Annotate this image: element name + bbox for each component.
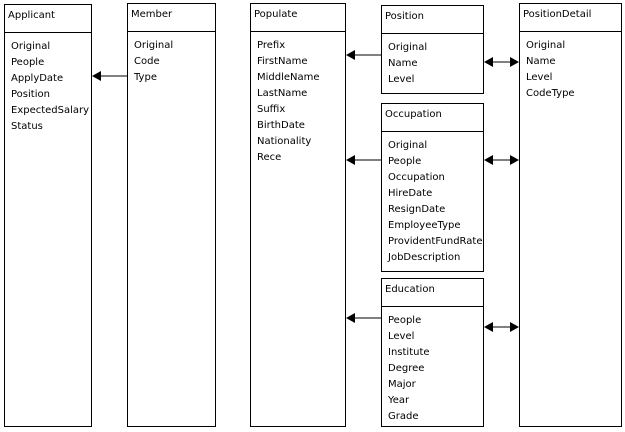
applicant-field: ApplyDate [11,73,64,84]
education-title: Education [382,279,483,307]
education-field: Year [388,395,410,406]
education-to-populate-arrow [346,313,381,323]
position-field: Original [388,42,428,53]
applicant-fields: Original People ApplyDate Position Expec… [11,39,91,135]
populate-field: Prefix [257,40,286,51]
populate-field: BirthDate [257,120,305,131]
populate-title: Populate [251,4,345,32]
position-detail-link-1 [484,57,519,67]
member-field: Original [134,40,174,51]
applicant-field: People [11,57,45,68]
occupation-fields: Original People Occupation HireDate Resi… [388,138,483,266]
education-field: Level [388,331,415,342]
applicant-field: Original [11,41,51,52]
education-field: Degree [388,363,425,374]
member-title: Member [128,4,215,32]
occupation-field: Original [388,140,428,151]
education-entity: Education People Level Institute Degree … [381,278,484,427]
position-field: Name [388,58,418,69]
position-detail-field: Name [526,56,556,67]
populate-field: MiddleName [257,72,320,83]
occupation-field: ProvidentFundRate [388,236,483,247]
position-detail-fields: Original Name Level CodeType [526,38,621,102]
member-fields: Original Code Type [134,38,215,86]
occupation-title: Occupation [382,104,483,132]
member-field: Code [134,56,160,67]
position-to-populate-arrow [346,50,381,60]
occupation-field: ResignDate [388,204,446,215]
occupation-field: People [388,156,422,167]
occupation-field: HireDate [388,188,433,199]
education-field: Grade [388,411,419,422]
occupation-field: Occupation [388,172,445,183]
occupation-entity: Occupation Original People Occupation Hi… [381,103,484,272]
education-field: People [388,315,422,326]
position-entity: Position Original Name Level [381,5,484,94]
position-detail-field: Original [526,40,566,51]
populate-fields: Prefix FirstName MiddleName LastName Suf… [257,38,345,166]
position-fields: Original Name Level [388,40,483,88]
position-field: Level [388,74,415,85]
populate-entity: Populate Prefix FirstName MiddleName Las… [250,3,346,427]
occupation-field: JobDescription [388,252,461,263]
applicant-title: Applicant [5,5,91,33]
position-detail-title: PositionDetail [520,4,621,32]
position-detail-field: Level [526,72,553,83]
populate-field: FirstName [257,56,308,67]
position-detail-link-3 [484,322,519,332]
member-to-applicant-arrow [92,71,127,81]
education-field: Institute [388,347,430,358]
position-detail-field: CodeType [526,88,575,99]
education-fields: People Level Institute Degree Major Year… [388,313,483,425]
member-field: Type [134,72,157,83]
populate-field: LastName [257,88,308,99]
populate-field: Rece [257,152,282,163]
populate-field: Suffix [257,104,286,115]
occupation-field: EmployeeType [388,220,461,231]
occupation-to-populate-arrow [346,155,381,165]
applicant-field: ExpectedSalary [11,105,90,116]
populate-field: Nationality [257,136,312,147]
position-detail-link-2 [484,155,519,165]
position-detail-entity: PositionDetail Original Name Level CodeT… [519,3,622,427]
applicant-entity: Applicant Original People ApplyDate Posi… [4,4,92,427]
member-entity: Member Original Code Type [127,3,216,427]
applicant-field: Position [11,89,50,100]
position-title: Position [382,6,483,34]
applicant-field: Status [11,121,43,132]
education-field: Major [388,379,416,390]
